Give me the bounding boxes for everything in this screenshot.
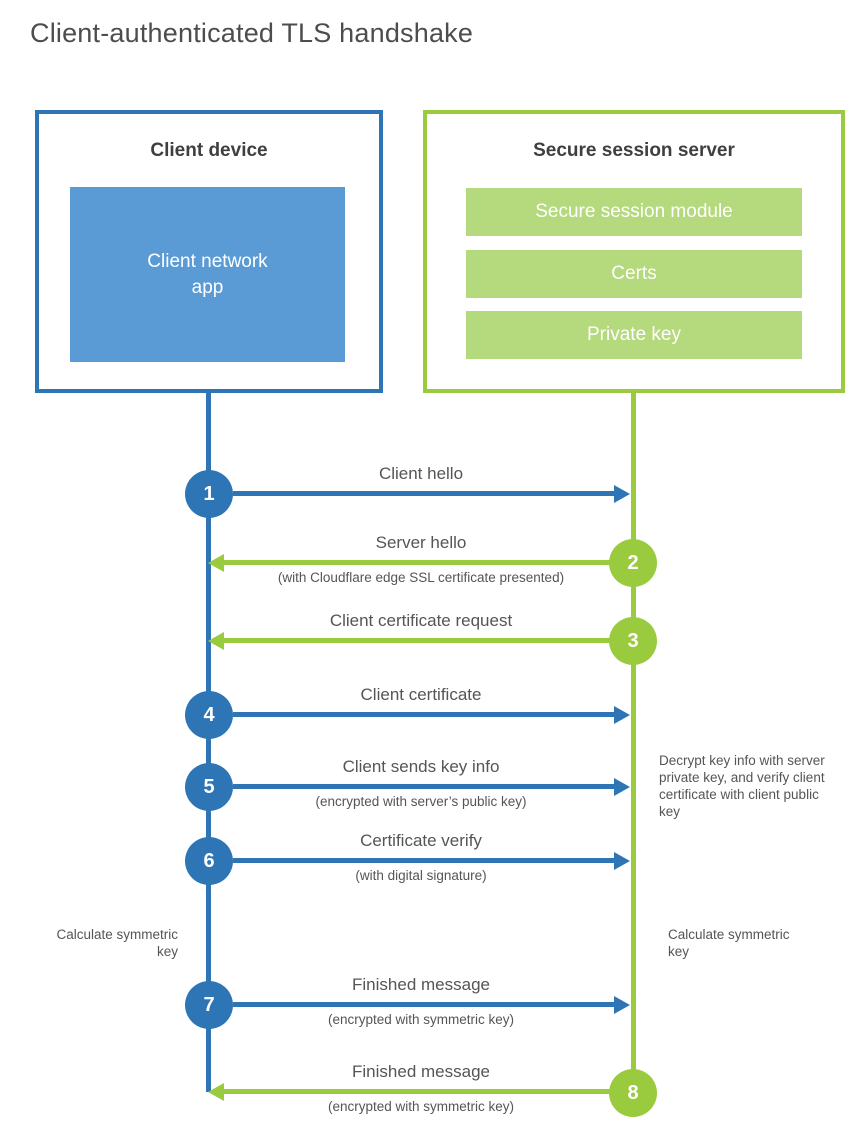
server-lifeline <box>631 393 636 1093</box>
step-6-label: Certificate verify <box>360 831 482 850</box>
step-1-arrow-line <box>233 491 614 496</box>
step-7-arrow-line <box>233 1002 614 1007</box>
step-3-circle: 3 <box>609 617 657 665</box>
step-1-arrowhead-icon <box>614 485 630 503</box>
server-module-certs: Certs <box>466 250 802 298</box>
secure-session-server-box: Secure session server Secure session mod… <box>423 110 845 393</box>
step-3-arrowhead-icon <box>208 632 224 650</box>
step-6-circle: 6 <box>185 837 233 885</box>
step-2-arrow-line <box>222 560 611 565</box>
step-6-arrowhead-icon <box>614 852 630 870</box>
step-5-arrow-line <box>233 784 614 789</box>
step-6-sublabel: (with digital signature) <box>355 868 487 883</box>
step-5-circle: 5 <box>185 763 233 811</box>
client-network-app-label: Client network app <box>147 250 268 298</box>
secure-session-server-title: Secure session server <box>533 140 735 161</box>
server-module-label: Certs <box>611 263 657 284</box>
client-device-title: Client device <box>150 140 268 161</box>
client-device-box: Client device Client network app <box>35 110 383 393</box>
step-2-arrowhead-icon <box>208 554 224 572</box>
server-module-label: Private key <box>587 324 681 345</box>
step-2-circle: 2 <box>609 539 657 587</box>
step-8-circle: 8 <box>609 1069 657 1117</box>
step-4-label: Client certificate <box>360 685 482 704</box>
step-7-sublabel: (encrypted with symmetric key) <box>327 1012 515 1027</box>
step-4-arrowhead-icon <box>614 706 630 724</box>
client-calculate-symmetric-key-note: Calculate symmetric key <box>56 927 178 959</box>
server-module-label: Secure session module <box>535 201 733 222</box>
step-5-sublabel: (encrypted with server’s public key) <box>315 794 527 809</box>
client-network-app-box: Client network app <box>70 187 345 362</box>
step-7-label: Finished message <box>352 975 490 994</box>
client-lifeline <box>206 393 211 1092</box>
step-7-circle: 7 <box>185 981 233 1029</box>
step-8-arrow-line <box>222 1089 611 1094</box>
step-1-circle: 1 <box>185 470 233 518</box>
step-6-arrow-line <box>233 858 614 863</box>
page-title: Client-authenticated TLS handshake <box>30 18 474 48</box>
step-4-circle: 4 <box>185 691 233 739</box>
step-4-arrow-line <box>233 712 614 717</box>
server-calculate-symmetric-key-note: Calculate symmetric key <box>668 927 790 959</box>
step-5-arrowhead-icon <box>614 778 630 796</box>
step-2-sublabel: (with Cloudflare edge SSL certificate pr… <box>277 570 565 585</box>
step-3-label: Client certificate request <box>329 611 513 630</box>
step-3-arrow-line <box>222 638 611 643</box>
server-module-secure-session: Secure session module <box>466 188 802 236</box>
step-2-label: Server hello <box>375 533 467 552</box>
step-1-label: Client hello <box>378 464 464 483</box>
step-5-label: Client sends key info <box>342 757 500 776</box>
step-8-arrowhead-icon <box>208 1083 224 1101</box>
server-decrypt-note: Decrypt key info with server private key… <box>659 753 825 819</box>
step-8-sublabel: (encrypted with symmetric key) <box>327 1099 515 1114</box>
step-8-label: Finished message <box>352 1062 490 1081</box>
step-7-arrowhead-icon <box>614 996 630 1014</box>
server-module-private-key: Private key <box>466 311 802 359</box>
